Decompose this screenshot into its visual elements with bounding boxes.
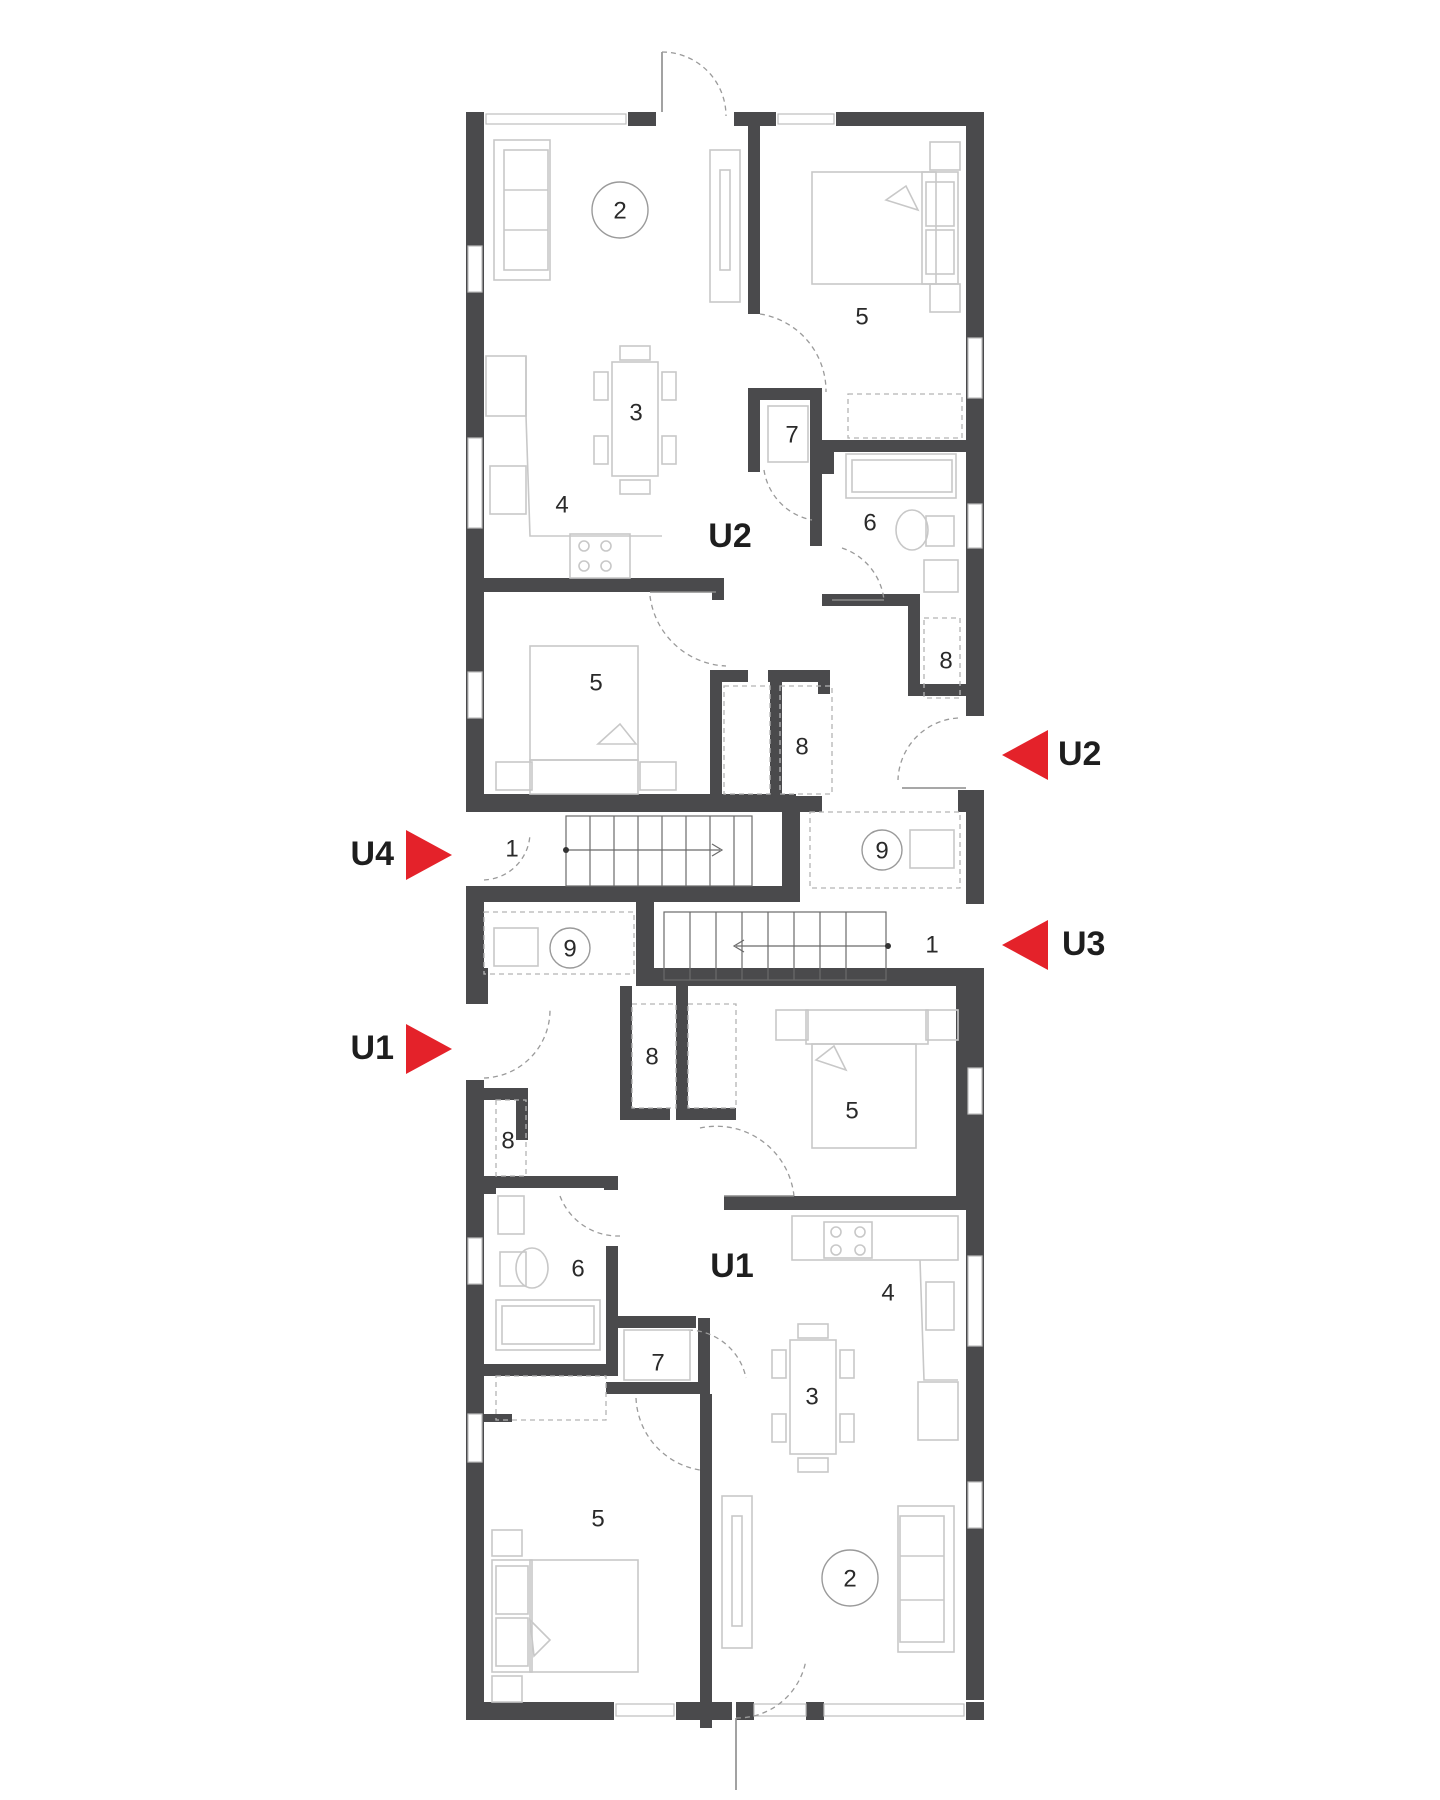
room-number-u2-laundry: 7 — [785, 421, 798, 448]
entry-arrow-u3 — [1002, 920, 1048, 970]
room-number-u2-dining: 3 — [629, 399, 642, 426]
unit-labels: U2 U1 — [708, 517, 753, 1285]
room-number-u2-closet-ne: 8 — [939, 647, 952, 674]
room-number-u2-bedroom-w: 5 — [589, 669, 602, 696]
walls — [466, 112, 984, 1728]
room-number-u1-kitchen: 4 — [881, 1279, 894, 1306]
room-number-u2-bath: 6 — [863, 509, 876, 536]
room-number-u2-closet-hall: 8 — [795, 733, 808, 760]
stairs — [563, 815, 891, 981]
entry-arrow-u1 — [406, 1024, 452, 1074]
room-number-u1-dining: 3 — [805, 1383, 818, 1410]
unit-label-u2: U2 — [708, 517, 751, 555]
room-number-u2-stair-landing: 9 — [875, 837, 888, 864]
room-number-u1-bedroom-sw: 5 — [591, 1505, 604, 1532]
entry-arrow-u4 — [406, 830, 452, 880]
doors — [483, 51, 966, 1790]
room-number-u2-kitchen: 4 — [555, 491, 568, 518]
entry-label-u2: U2 — [1058, 735, 1101, 773]
room-number-u2-living: 2 — [613, 197, 626, 224]
room-number-u1-bath: 6 — [571, 1255, 584, 1282]
room-number-u1-closet-w: 8 — [501, 1127, 514, 1154]
entry-labels: U4 U1 U2 U3 — [351, 735, 1106, 1067]
entry-arrows — [406, 730, 1048, 1074]
furniture — [483, 139, 963, 1703]
room-number-u1-closet-hall: 8 — [645, 1043, 658, 1070]
entry-label-u3: U3 — [1062, 925, 1105, 963]
windows — [467, 113, 983, 1717]
room-number-u2-bedroom-ne: 5 — [855, 303, 868, 330]
room-number-u4-landing: 1 — [505, 835, 518, 862]
room-number-u1-laundry: 7 — [651, 1349, 664, 1376]
entry-label-u4: U4 — [351, 835, 395, 873]
entry-arrow-u2 — [1002, 730, 1048, 780]
room-number-u1-bedroom-ne: 5 — [845, 1097, 858, 1124]
room-numbers: 2 5 3 7 4 6 8 5 8 1 9 9 1 8 5 8 6 4 7 3 … — [501, 197, 952, 1592]
room-number-u3-landing: 1 — [925, 931, 938, 958]
unit-label-u1: U1 — [710, 1247, 753, 1285]
room-number-u1-stair-landing: 9 — [563, 935, 576, 962]
entry-label-u1: U1 — [351, 1029, 394, 1067]
room-number-u1-living: 2 — [843, 1565, 856, 1592]
